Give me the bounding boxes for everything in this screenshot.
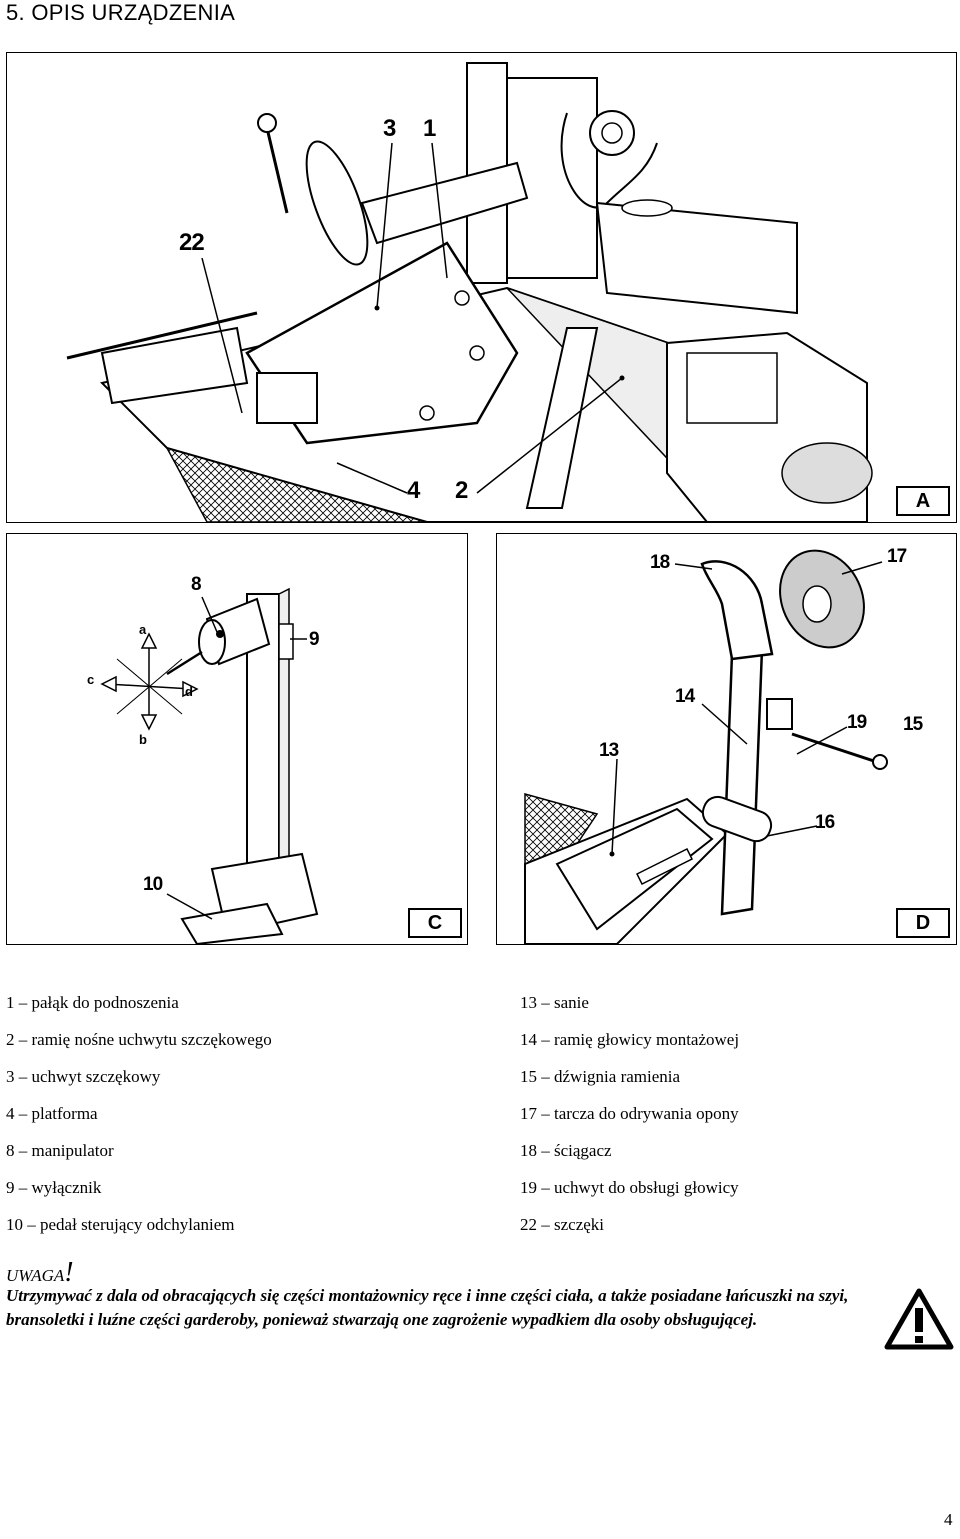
warning-triangle-icon [884,1288,954,1350]
callout-15: 15 [903,714,923,735]
section-heading: 5. OPIS URZĄDZENIA [6,0,236,25]
legend-item: 15 – dźwignia ramienia [520,1067,681,1086]
figure-a-illustration [66,62,873,522]
direction-b: b [139,732,147,747]
direction-c: c [87,672,95,687]
legend-item: 17 – tarcza do odrywania opony [520,1104,739,1123]
figure-a: 3 1 22 4 2 A [6,52,957,523]
callout-3: 3 [383,115,396,142]
callout-13: 13 [599,740,619,761]
callout-9: 9 [309,629,320,650]
legend-item: 22 – szczęki [520,1215,605,1234]
legend-item: 1 – pałąk do podnoszenia [6,993,179,1012]
legend-item: 4 – platforma [6,1104,98,1123]
warning-title: UWAGA! [6,1257,74,1289]
figure-tag-d: D [896,908,950,938]
callout-18: 18 [650,552,670,573]
legend-item: 14 – ramię głowicy montażowej [520,1030,740,1049]
figure-c-illustration [100,587,319,944]
figure-d: 18 17 14 13 19 15 16 D [496,533,957,945]
legend-item: 13 – sanie [520,993,589,1012]
figure-c: 8 9 10 a b c d C [6,533,468,945]
callout-10: 10 [143,874,163,895]
warning-mark: ! [64,1257,74,1288]
callout-19: 19 [847,712,867,733]
figure-tag-a: A [896,486,950,516]
legend-right: 13 – sanie 14 – ramię głowicy montażowej… [520,990,739,1249]
callout-17: 17 [887,546,907,567]
warning-title-text: UWAGA [6,1266,65,1285]
legend-left: 1 – pałąk do podnoszenia 2 – ramię nośne… [6,990,272,1249]
callout-1: 1 [423,115,436,142]
figure-d-illustration [524,549,888,944]
legend-item: 10 – pedał sterujący odchylaniem [6,1215,235,1234]
callout-22: 22 [179,229,205,256]
legend-item: 8 – manipulator [6,1141,114,1160]
legend-item: 19 – uchwyt do obsługi głowicy [520,1178,739,1197]
figure-tag-c: C [408,908,462,938]
callout-14: 14 [675,686,695,707]
legend-item: 2 – ramię nośne uchwytu szczękowego [6,1030,272,1049]
callout-4: 4 [407,477,420,504]
direction-d: d [185,684,193,699]
callout-16: 16 [815,812,835,833]
legend-item: 9 – wyłącznik [6,1178,102,1197]
direction-a: a [139,622,147,637]
callout-8: 8 [191,574,202,595]
warning-text: Utrzymywać z dala od obracających się cz… [6,1286,849,1329]
page-number: 4 [944,1510,953,1529]
callout-2: 2 [455,477,468,504]
legend-item: 3 – uchwyt szczękowy [6,1067,161,1086]
legend-item: 18 – ściągacz [520,1141,612,1160]
